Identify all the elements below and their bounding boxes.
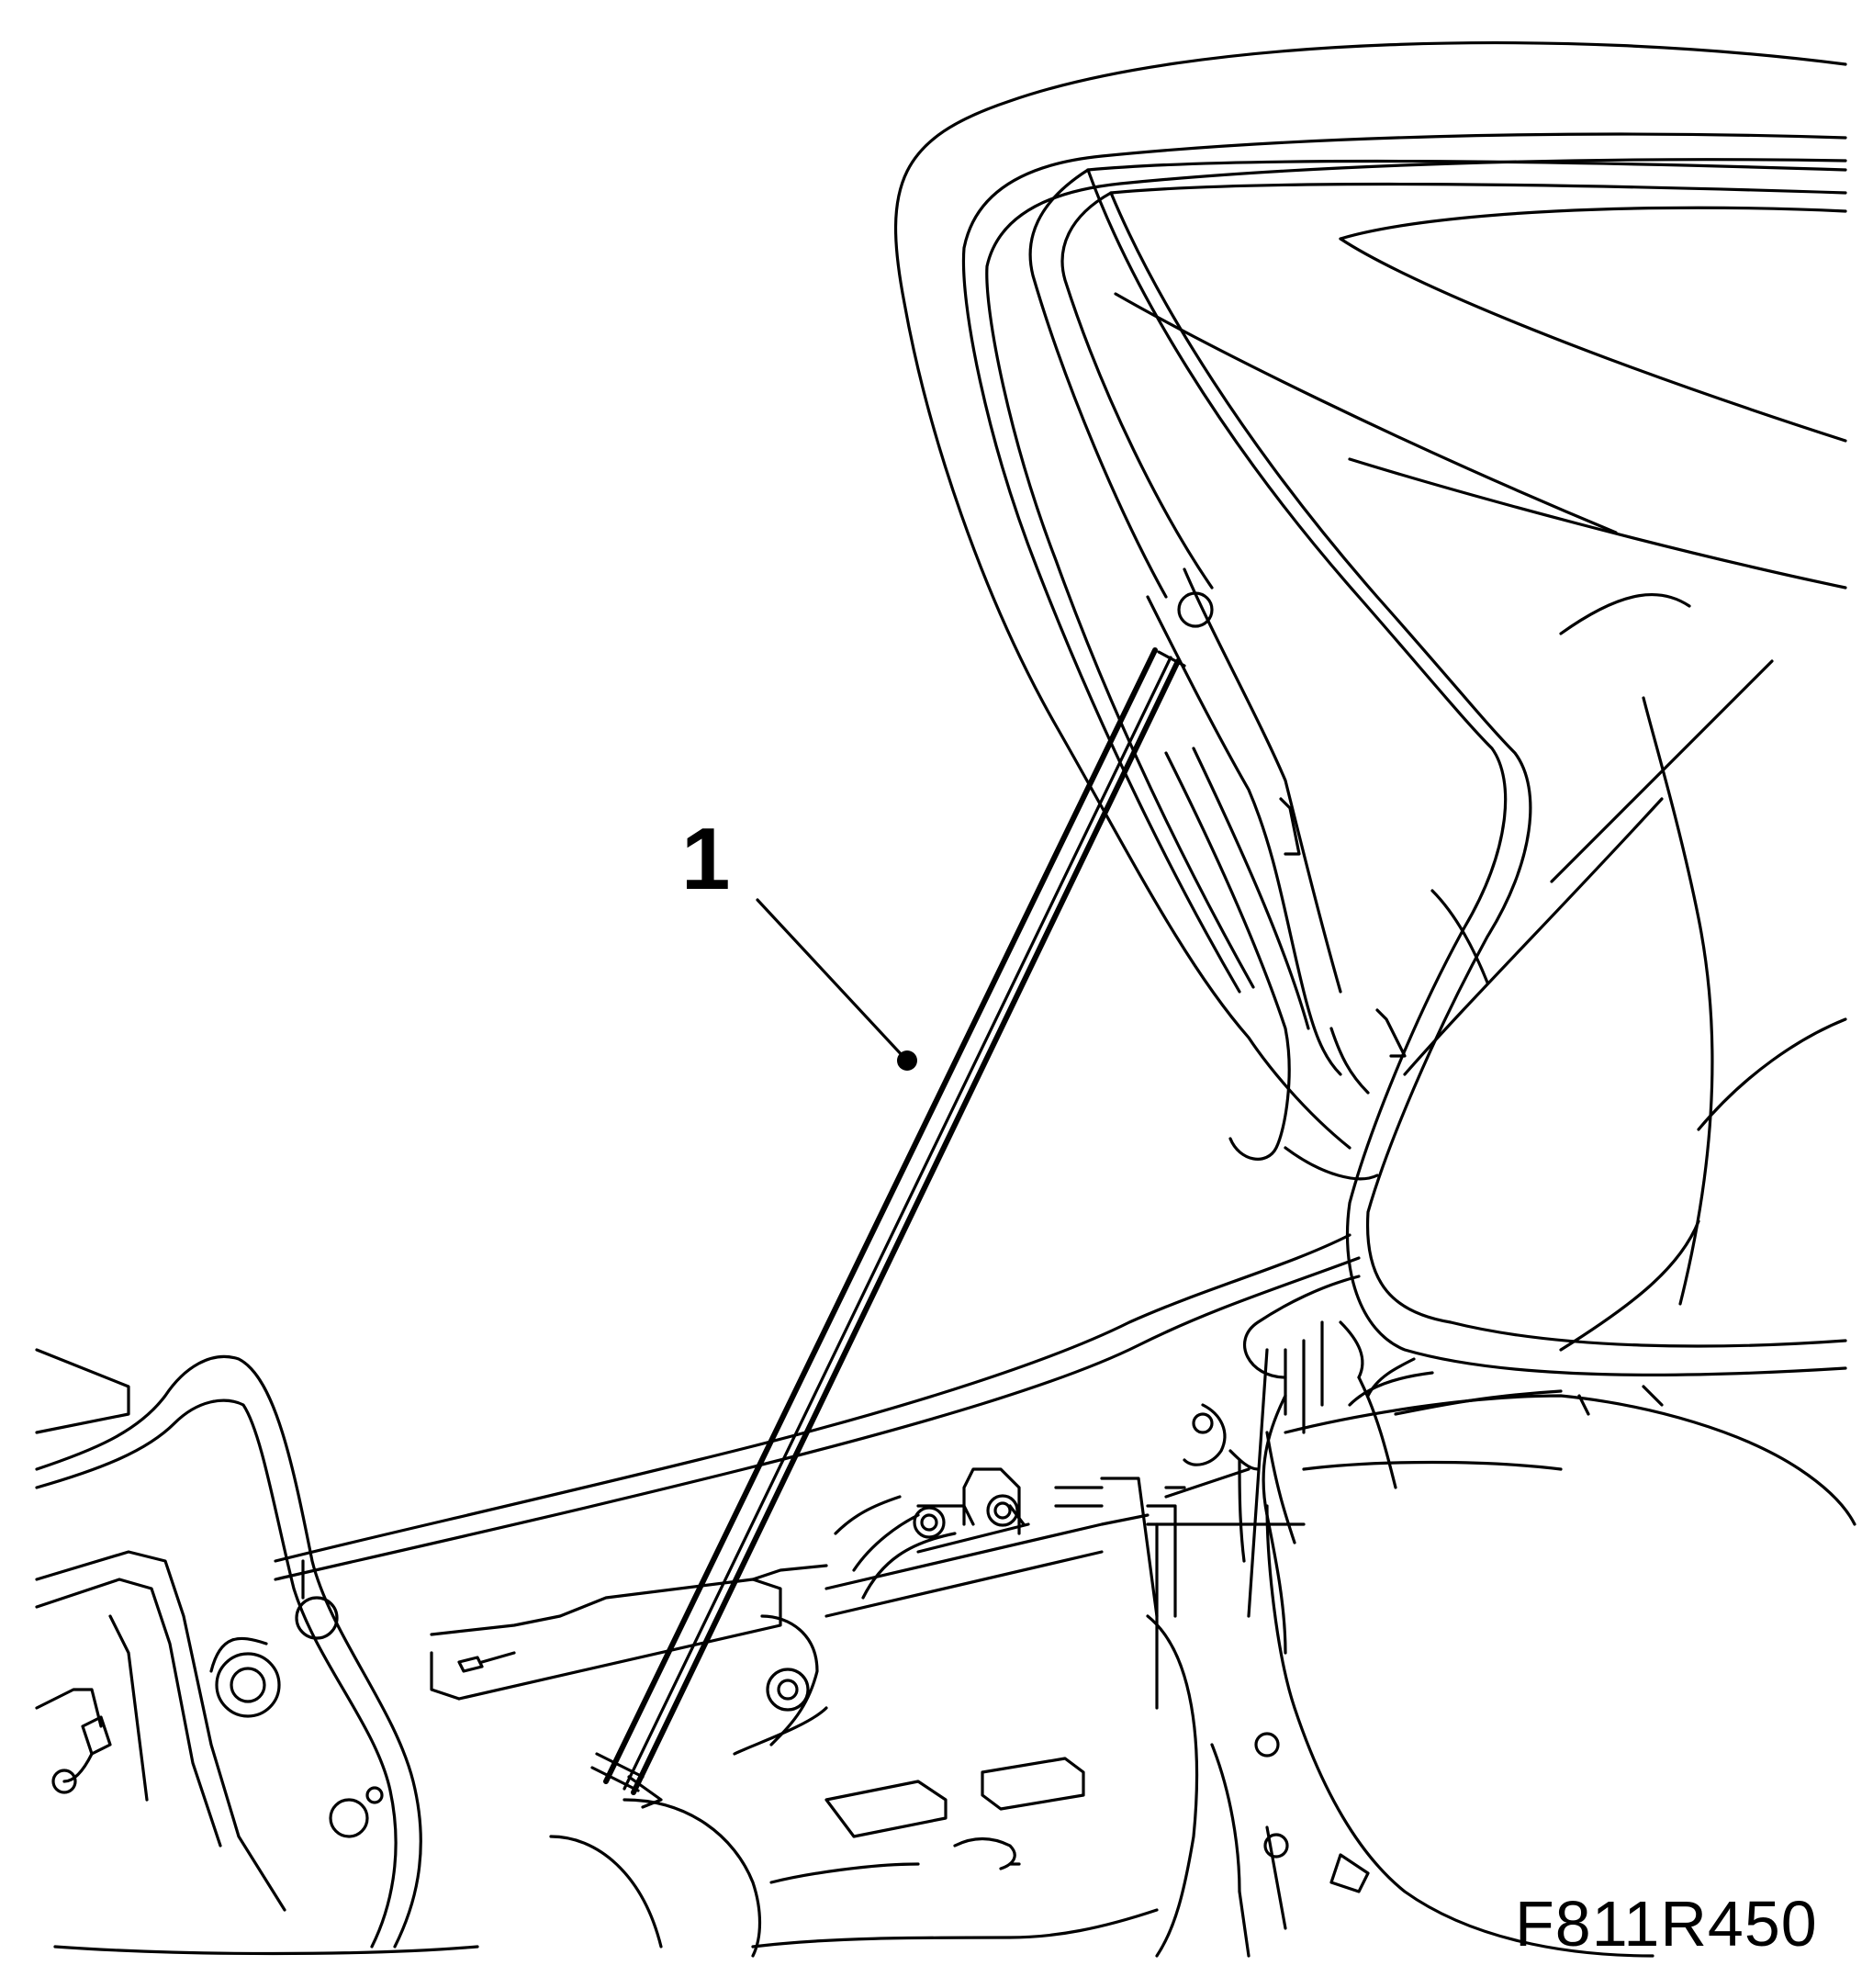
gas-strut — [590, 647, 1186, 1809]
right-side-trim — [1155, 1357, 1856, 1958]
rear-body-panel — [274, 1233, 1397, 1618]
boot-lid — [894, 41, 1847, 1376]
left-hinge-bracket — [35, 1348, 422, 1949]
floor-panel — [53, 1614, 1370, 1958]
figure-code: F811R450 — [1515, 1888, 1818, 1960]
mid-brackets — [430, 1403, 1260, 1756]
callout-leader — [756, 898, 917, 1071]
callout-number-1: 1 — [681, 810, 731, 908]
lid-hinge-arm — [1146, 567, 1407, 1181]
